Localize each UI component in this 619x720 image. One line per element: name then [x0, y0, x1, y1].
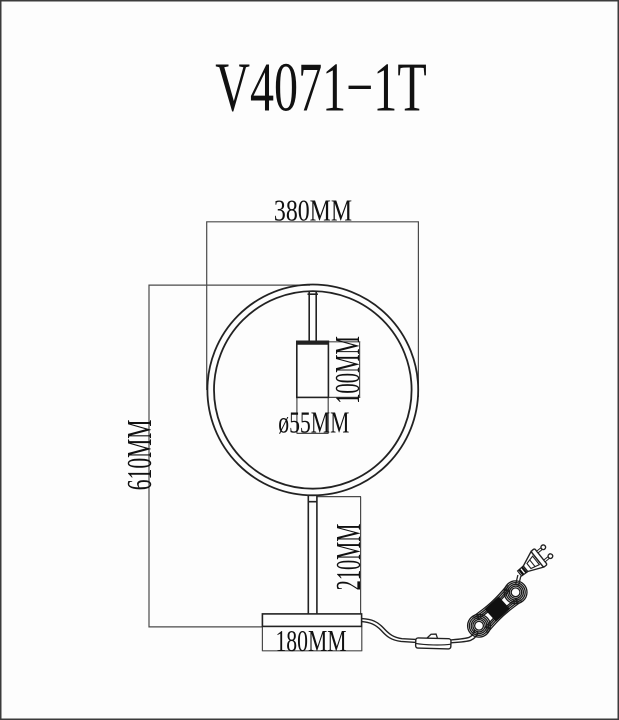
svg-text:210MM: 210MM	[331, 524, 369, 591]
svg-text:180MM: 180MM	[275, 623, 346, 658]
svg-text:V4071−1T: V4071−1T	[215, 49, 426, 126]
svg-text:ø55MM: ø55MM	[278, 405, 349, 440]
svg-text:380MM: 380MM	[274, 193, 352, 228]
svg-text:610MM: 610MM	[121, 420, 159, 491]
svg-text:100MM: 100MM	[330, 336, 368, 404]
